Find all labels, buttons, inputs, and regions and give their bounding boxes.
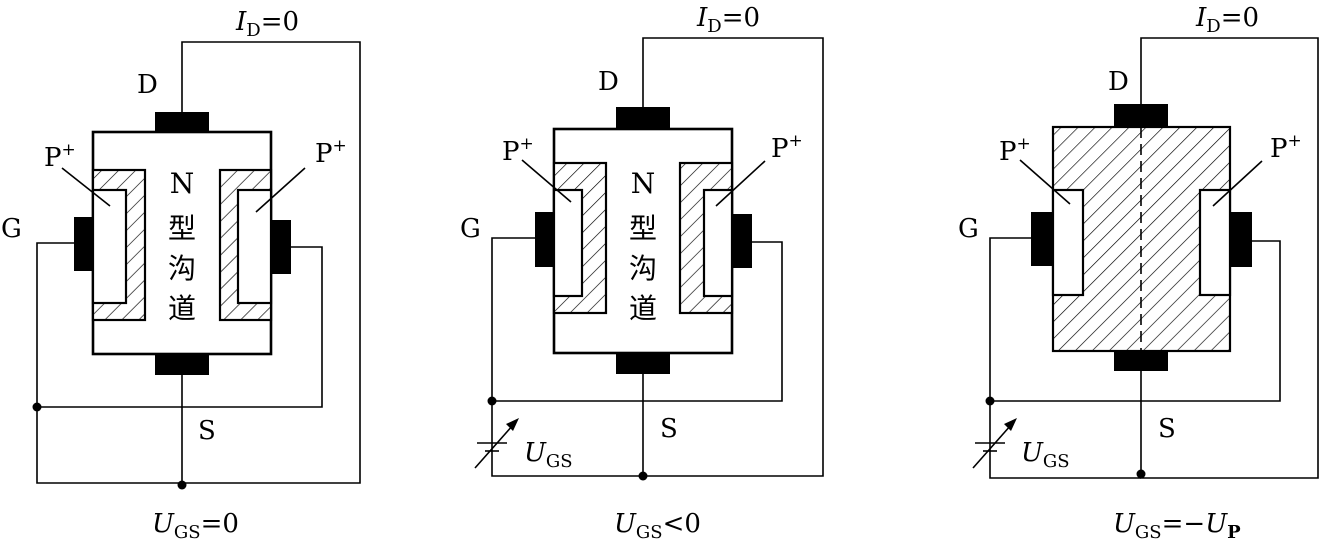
p-plus-leader-right <box>715 160 766 207</box>
p-plus-label-right: P+ <box>315 136 347 169</box>
panel-ugs-zero: D S G P+ P+ N 型 沟 道 ID=0 UGS=0 <box>1 7 361 539</box>
gate-electrode-right <box>1230 212 1252 267</box>
p-region-right-inner <box>702 188 734 298</box>
p-region-left-inner <box>91 188 128 305</box>
junction-dot <box>177 480 187 490</box>
left-gate-wire <box>491 237 643 477</box>
condition-label: UGS=0 <box>152 509 239 539</box>
gate-electrode-right <box>271 220 291 274</box>
drain-wire <box>1140 37 1319 479</box>
source-electrode <box>1114 351 1168 371</box>
gate-label: G <box>1 214 22 244</box>
channel-label-type: 型 <box>168 212 196 245</box>
p-region-right-inner <box>1198 188 1232 297</box>
channel-label-way: 道 <box>168 292 196 325</box>
right-gate-wire <box>37 246 323 408</box>
junction-dot <box>638 471 648 481</box>
p-plus-label-left: P+ <box>999 134 1031 167</box>
variable-arrow <box>474 424 514 469</box>
left-gate-wire <box>989 237 1141 479</box>
source-electrode <box>155 354 209 375</box>
drain-label: D <box>598 67 619 97</box>
p-region-right-inner <box>236 188 273 305</box>
drain-electrode <box>155 112 209 133</box>
p-region-left-inner <box>552 188 584 298</box>
drain-electrode <box>1114 104 1168 127</box>
channel-label-ditch: 沟 <box>629 252 657 285</box>
drain-label: D <box>1108 67 1129 97</box>
condition-label: UGS=−UP <box>1113 509 1241 539</box>
source-label: S <box>1158 414 1176 444</box>
drain-wire <box>642 37 824 477</box>
panel-ugs-negative: D S G P+ P+ N 型 沟 道 ID=0 UGS UGS<0 <box>460 3 824 539</box>
junction-dot <box>32 402 42 412</box>
drain-wire <box>181 41 361 484</box>
p-plus-label-left: P+ <box>44 140 76 173</box>
variable-arrow-head <box>1004 418 1017 431</box>
p-plus-leader-left <box>61 167 111 207</box>
gate-label: G <box>460 214 481 244</box>
source-label: S <box>198 416 216 446</box>
channel-label-way: 道 <box>629 292 657 325</box>
drain-current-label: ID=0 <box>1195 3 1259 37</box>
variable-arrow <box>972 424 1012 469</box>
voltage-source-label: UGS <box>524 438 573 472</box>
voltage-source-label: UGS <box>1021 438 1070 472</box>
source-electrode <box>616 353 670 374</box>
p-plus-leader-left <box>1019 159 1071 205</box>
drain-current-label: ID=0 <box>235 7 299 41</box>
p-region-left-inner <box>1051 188 1085 297</box>
right-gate-wire <box>492 241 783 402</box>
junction-dot <box>985 396 995 406</box>
drain-electrode <box>616 107 670 129</box>
gate-electrode-right <box>732 214 752 268</box>
gate-electrode-left <box>74 217 94 271</box>
left-gate-wire <box>36 242 182 484</box>
gate-electrode-left <box>535 212 555 267</box>
p-plus-label-right: P+ <box>771 131 803 164</box>
channel-label-n: N <box>170 167 195 200</box>
source-label: S <box>660 414 678 444</box>
p-plus-label-right: P+ <box>1270 131 1302 164</box>
panel-ugs-pinchoff: D S G P+ P+ ID=0 UGS UGS=−UP <box>958 3 1319 539</box>
drain-current-label: ID=0 <box>696 3 760 37</box>
right-gate-wire <box>990 240 1281 402</box>
junction-dot <box>487 396 497 406</box>
variable-arrow-head <box>506 418 519 431</box>
junction-dot <box>1136 469 1146 479</box>
channel-label-type: 型 <box>629 212 657 245</box>
channel-label-ditch: 沟 <box>168 252 196 285</box>
condition-label: UGS<0 <box>614 509 701 539</box>
p-plus-leader-right <box>255 167 306 213</box>
gate-electrode-left <box>1031 212 1053 266</box>
drain-label: D <box>137 70 158 100</box>
p-plus-leader-left <box>521 159 572 203</box>
p-plus-label-left: P+ <box>502 134 534 167</box>
gate-label: G <box>958 214 979 244</box>
channel-label-n: N <box>631 167 656 200</box>
p-plus-leader-right <box>1212 160 1263 207</box>
